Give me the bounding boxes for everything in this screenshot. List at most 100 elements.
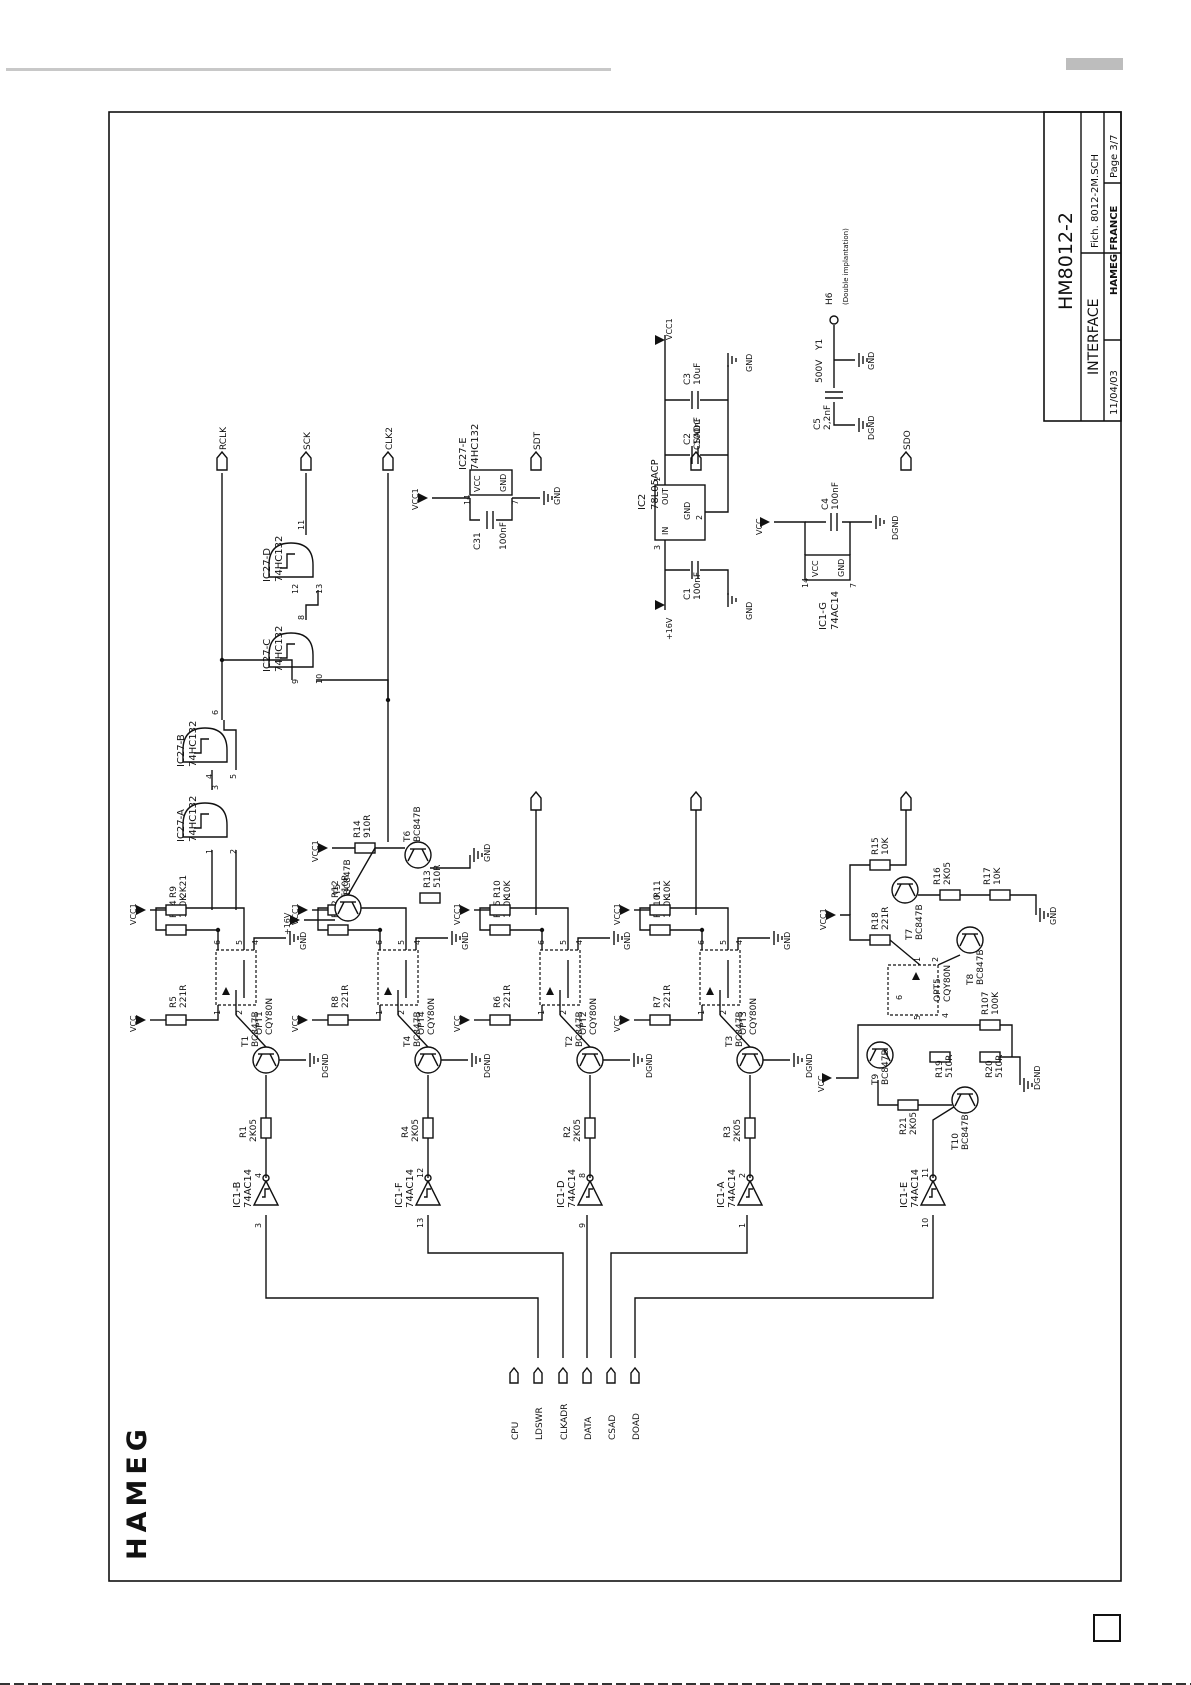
resistor-r110 xyxy=(649,924,671,936)
optocoupler-opt2 xyxy=(539,949,581,1006)
transistor-collector xyxy=(954,1093,962,1107)
transistor-type: BC847B xyxy=(735,1011,745,1047)
schmitt-symbol xyxy=(929,1188,936,1198)
inverter-type: 74AC14 xyxy=(405,1169,416,1208)
led-symbol xyxy=(222,987,230,995)
pin-number: 12 xyxy=(291,584,300,594)
wire xyxy=(415,937,448,950)
net-label-gnd: GND xyxy=(867,352,876,370)
ground-sdo-2 xyxy=(1039,908,1049,922)
ic1g-supply-block xyxy=(804,554,851,581)
net-label-dgnd: DGND xyxy=(805,1053,814,1078)
capacitor-c1 xyxy=(691,561,699,579)
transistor-type: BC847B xyxy=(413,806,423,842)
test-point-note: (Double implantation) xyxy=(842,228,850,305)
transistor-t3 xyxy=(736,1046,764,1074)
wire xyxy=(670,1005,703,1021)
net-label-vcc1: VCC1 xyxy=(453,903,462,925)
connector-label-doad: DOAD xyxy=(632,1413,642,1440)
capacitor-name: C31 xyxy=(473,532,483,550)
wire xyxy=(430,855,471,869)
pin-name: GND xyxy=(837,559,846,577)
transistor-emitter xyxy=(593,1053,601,1067)
capacitor-c2 xyxy=(691,446,699,464)
resistor-r2 xyxy=(584,1117,596,1139)
resistor-value: 10K xyxy=(503,880,513,898)
transistor-body xyxy=(576,1046,604,1074)
transistor-type: BC847B xyxy=(575,1011,585,1047)
inverter-type: 74AC14 xyxy=(243,1169,254,1208)
supply-arrow-vcc1 xyxy=(620,905,630,915)
capacitor-value: 100nF xyxy=(499,522,509,550)
resistor-value: 100K xyxy=(991,991,1001,1015)
inverter-type: 74AC14 xyxy=(910,1169,921,1208)
capacitor-c4 xyxy=(830,513,838,531)
drawing-date: 11/04/03 xyxy=(1109,370,1120,415)
resistor-r5 xyxy=(165,1014,187,1026)
wire xyxy=(705,365,729,513)
resistor-r17 xyxy=(989,889,1011,901)
schmitt-symbol xyxy=(262,1188,269,1198)
schmitt-symbol xyxy=(194,738,209,754)
wire xyxy=(833,402,855,426)
resistor-r6 xyxy=(489,1014,511,1026)
junction-dot xyxy=(699,927,705,933)
pin-number: 4 xyxy=(205,774,214,779)
nand-gate-ic27-c xyxy=(268,632,314,668)
schmitt-symbol xyxy=(586,1188,593,1198)
resistor-r11 xyxy=(649,904,671,916)
connector-label-cpu: CPU xyxy=(511,1422,521,1440)
pin-number: 14 xyxy=(463,495,472,505)
resistor-value: 221R xyxy=(179,985,189,1008)
regulator-ic2 xyxy=(654,484,706,541)
inverter-name: IC1-E xyxy=(899,1182,910,1208)
net-label-vcc: VCC xyxy=(613,1015,622,1032)
net-label-gnd: GND xyxy=(1049,907,1058,925)
connector-label-clkadr: CLKADR xyxy=(560,1404,570,1440)
connector-cpu xyxy=(509,1366,519,1384)
output-label-sdt: SDT xyxy=(533,431,543,450)
ground-3 xyxy=(633,1053,643,1067)
resistor-value: 221R xyxy=(663,985,673,1008)
resistor-r7 xyxy=(649,1014,671,1026)
inverter-body xyxy=(414,1179,442,1206)
inverter-ic1-f xyxy=(414,1174,442,1206)
wire xyxy=(235,1014,267,1048)
inverter-ic1-b xyxy=(252,1174,280,1206)
transistor-emitter xyxy=(883,1048,891,1062)
gate-type: 74HC132 xyxy=(188,721,199,767)
resistor-r107 xyxy=(979,1019,1001,1031)
nand-gate-ic27-b xyxy=(182,727,228,763)
net-label-gnd: GND xyxy=(783,932,792,950)
pin-number: 2 xyxy=(229,849,238,854)
connector-csad xyxy=(606,1366,616,1384)
inverter-type: 74AC14 xyxy=(567,1169,578,1208)
capacitor-c31 xyxy=(486,511,494,529)
gate-name: IC27-D xyxy=(262,548,273,582)
net-label-gnd: GND xyxy=(299,932,308,950)
connector-label-data: DATA xyxy=(584,1416,594,1440)
pin-number: 4 xyxy=(941,1013,950,1018)
pin-number: 13 xyxy=(416,1218,425,1228)
pin-number: 2 xyxy=(397,1010,406,1015)
resistor-value: 2K05 xyxy=(249,1119,259,1142)
connector-label-ldswr: LDSWR xyxy=(535,1407,545,1440)
nand-gate-ic27-d xyxy=(268,542,314,578)
capacitor-c5 xyxy=(825,391,843,399)
resistor-value: 510R xyxy=(995,1055,1005,1078)
ground-reg-1 xyxy=(727,593,737,607)
optocoupler-name: OPT2 xyxy=(579,1011,589,1035)
transistor-body xyxy=(404,841,432,869)
wire xyxy=(479,907,569,950)
supply-arrow-vcc1-reg xyxy=(655,335,665,345)
pin-number: 4 xyxy=(575,940,584,945)
net-label-dgnd: DGND xyxy=(321,1053,330,1078)
transistor-collector xyxy=(894,883,902,897)
transistor-type: BC847B xyxy=(251,1011,261,1047)
t5-transistor xyxy=(334,894,362,922)
inverter-ic1-d xyxy=(576,1174,604,1206)
capacitor-value: 100nF xyxy=(831,482,841,510)
wire xyxy=(937,954,961,966)
